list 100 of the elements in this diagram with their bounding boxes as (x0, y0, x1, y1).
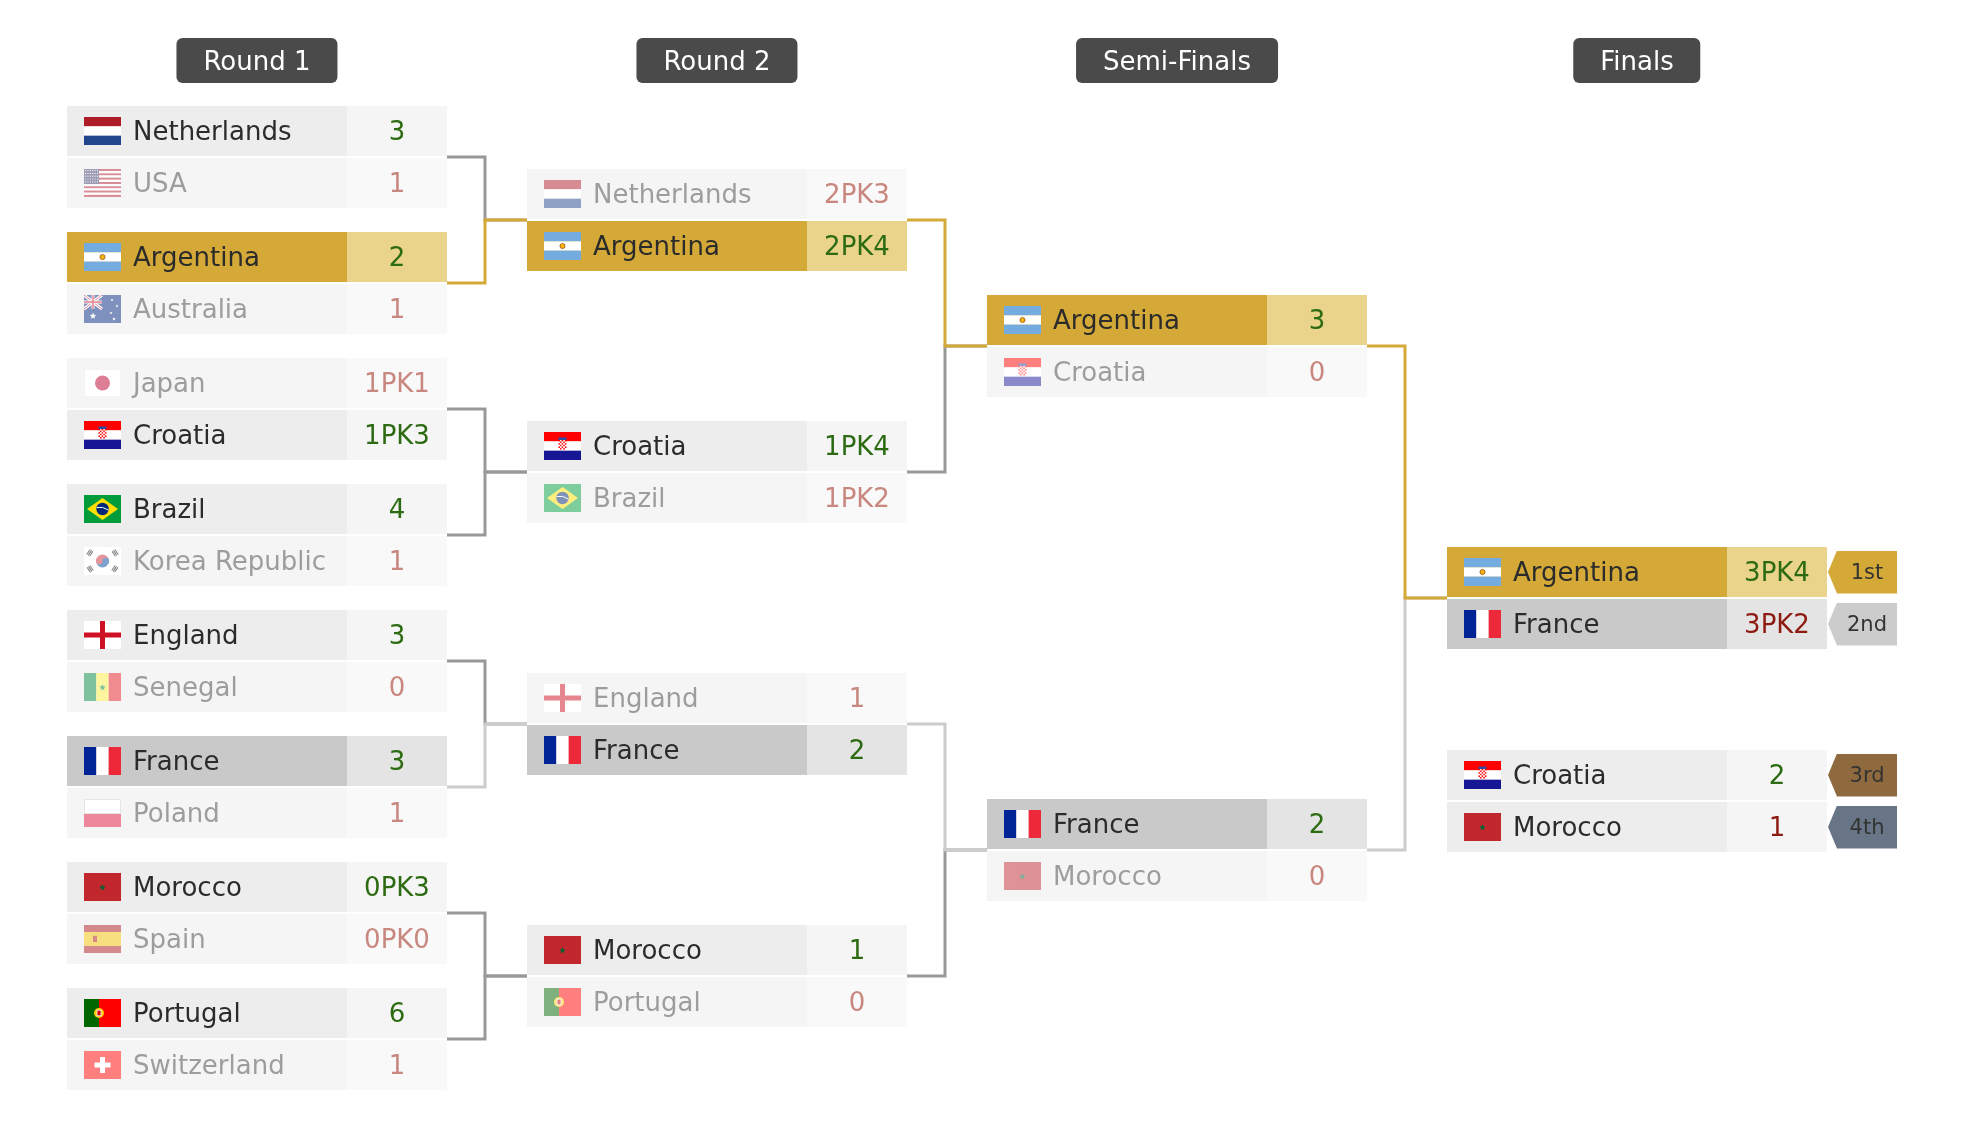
rank-tag (1828, 753, 1897, 797)
score: 1 (388, 296, 406, 322)
score: 1 (848, 937, 866, 963)
rank-tag (1828, 550, 1897, 594)
heading-tab (636, 38, 798, 83)
team-name: Argentina (1053, 307, 1180, 333)
team-name: Switzerland (133, 1052, 285, 1078)
score: 0 (1308, 359, 1326, 385)
bracket-connector (447, 722, 527, 789)
team-name: England (593, 685, 699, 711)
team-name: Morocco (593, 937, 702, 963)
score: 1 (388, 170, 406, 196)
match-card (1447, 750, 1827, 852)
team-name: Spain (133, 926, 206, 952)
match-card (67, 232, 447, 334)
score: 3 (388, 748, 406, 774)
team-name: France (1513, 611, 1600, 637)
team-name: Brazil (593, 485, 666, 511)
score: 1PK3 (364, 422, 430, 448)
score: 2PK4 (824, 233, 890, 259)
score: 2 (848, 737, 866, 763)
rank-label: 2nd (1847, 613, 1887, 635)
score: 2PK3 (824, 181, 890, 207)
rank-tag (1828, 805, 1897, 849)
match-card (67, 862, 447, 964)
match-card (987, 295, 1367, 397)
rank-label: 4th (1849, 816, 1885, 838)
match-card (527, 925, 907, 1027)
heading-tab (1573, 38, 1701, 83)
score: 3PK4 (1744, 559, 1810, 585)
score: 3 (1308, 307, 1326, 333)
score: 1 (848, 685, 866, 711)
team-name: Netherlands (593, 181, 752, 207)
team-name: Croatia (1053, 359, 1147, 385)
heading-tab (1076, 38, 1278, 83)
round-heading: Semi-Finals (1103, 47, 1251, 74)
round-heading: Round 2 (663, 47, 771, 74)
score: 0 (388, 674, 406, 700)
score: 3 (388, 118, 406, 144)
match-card (527, 421, 907, 523)
match-card (67, 610, 447, 712)
heading-tab (176, 38, 338, 83)
team-name: France (1053, 811, 1140, 837)
bracket-connector (907, 218, 987, 348)
team-name: Senegal (133, 674, 238, 700)
score: 1 (388, 548, 406, 574)
score: 1 (388, 800, 406, 826)
team-name: Argentina (1513, 559, 1640, 585)
bracket-connector (447, 470, 527, 537)
match-card (527, 673, 907, 775)
match-card (67, 988, 447, 1090)
team-name: Argentina (133, 244, 260, 270)
score: 6 (388, 1000, 406, 1026)
score: 3PK2 (1744, 611, 1810, 637)
score: 0PK0 (364, 926, 430, 952)
bracket-connector (447, 218, 527, 285)
team-name: Netherlands (133, 118, 292, 144)
score: 1PK1 (364, 370, 430, 396)
match-card (987, 799, 1367, 901)
match-card (67, 484, 447, 586)
bracket-connector (447, 974, 527, 1041)
team-name: Australia (133, 296, 248, 322)
team-name: USA (133, 170, 187, 196)
rank-label: 3rd (1849, 764, 1885, 786)
team-name: Brazil (133, 496, 206, 522)
score: 1 (388, 1052, 406, 1078)
team-name: Portugal (593, 989, 701, 1015)
score: 3 (388, 622, 406, 648)
score: 4 (388, 496, 406, 522)
team-name: Korea Republic (133, 548, 327, 574)
match-card (1447, 547, 1827, 649)
match-card (67, 736, 447, 838)
match-card (67, 106, 447, 208)
score: 2 (1308, 811, 1326, 837)
team-name: France (593, 737, 680, 763)
score: 0 (1308, 863, 1326, 889)
score: 2 (388, 244, 406, 270)
score: 2 (1768, 762, 1786, 788)
score: 1PK4 (824, 433, 890, 459)
team-name: Croatia (1513, 762, 1607, 788)
team-name: Poland (133, 800, 220, 826)
score: 1 (1768, 814, 1786, 840)
team-name: Croatia (593, 433, 687, 459)
round-heading: Finals (1600, 47, 1674, 74)
team-name: Morocco (1053, 863, 1162, 889)
bracket-connector (907, 722, 987, 852)
score: 0PK3 (364, 874, 430, 900)
match-card (67, 358, 447, 460)
team-name: Morocco (133, 874, 242, 900)
score: 0 (848, 989, 866, 1015)
team-name: Croatia (133, 422, 227, 448)
round-heading: Round 1 (203, 47, 311, 74)
rank-label: 1st (1850, 561, 1884, 583)
team-name: England (133, 622, 239, 648)
match-card (527, 169, 907, 271)
team-name: Morocco (1513, 814, 1622, 840)
team-name: Japan (133, 370, 206, 396)
team-name: Argentina (593, 233, 720, 259)
score: 1PK2 (824, 485, 890, 511)
team-name: France (133, 748, 220, 774)
